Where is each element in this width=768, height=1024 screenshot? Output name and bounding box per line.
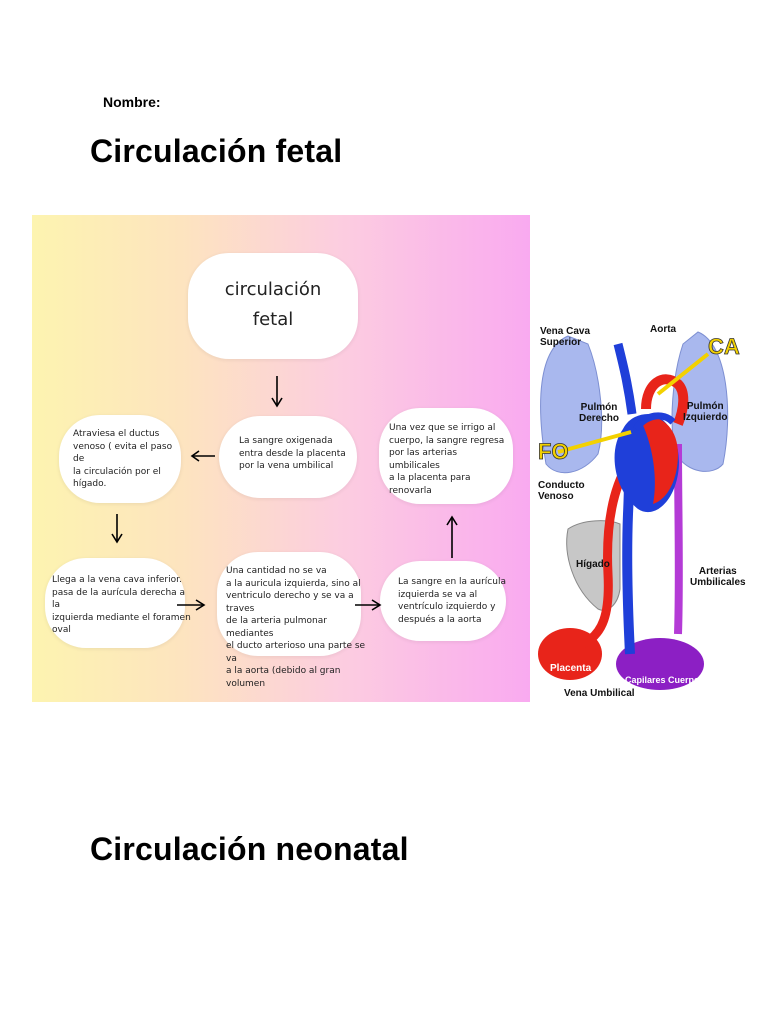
label-pulmon-derecho: Pulmón Derecho xyxy=(579,402,620,424)
arrow-right-icon xyxy=(354,598,382,612)
label-placenta: Placenta xyxy=(550,663,592,674)
title-fetal: Circulación fetal xyxy=(90,133,343,169)
label-arterias-umbilicales: Arterias Umbilicales xyxy=(690,566,746,588)
node-retorno: Una vez que se irrigo al cuerpo, la sang… xyxy=(389,423,505,496)
label-pulmon-izquierdo: Pulmón Izquierdo xyxy=(683,401,728,423)
label-conducto-venoso: Conducto Venoso xyxy=(538,480,585,502)
label-aorta: Aorta xyxy=(650,324,677,335)
arrow-up-icon xyxy=(445,515,459,559)
concept-map-title: circulación fetal xyxy=(224,279,322,330)
label-vena-umbilical: Vena Umbilical xyxy=(564,688,635,699)
node-ductus: Atraviesa el ductus venoso ( evita el pa… xyxy=(73,429,173,489)
node-retorno-cloud xyxy=(386,415,506,497)
title-neonatal: Circulación neonatal xyxy=(90,831,409,867)
label-capilares-cuerpo: Capilares Cuerpo xyxy=(625,675,700,685)
arrow-down-icon xyxy=(110,513,124,545)
concept-map-panel: circulación fetal La sangre oxigenada en… xyxy=(32,215,530,702)
right-lung xyxy=(540,335,603,474)
node-oxygenated: La sangre oxigenada entra desde la place… xyxy=(239,436,346,471)
node-vena-cava-cloud xyxy=(52,565,178,641)
name-label: Nombre: xyxy=(103,94,161,110)
node-auricula: La sangre en la aurícula izquierda se va… xyxy=(398,577,506,625)
body-capillaries xyxy=(616,638,704,690)
label-vena-cava-superior: Vena Cava Superior xyxy=(540,326,591,348)
node-cantidad: Una cantidad no se va a la auricula izqu… xyxy=(226,566,366,689)
node-ductus-cloud xyxy=(66,422,174,496)
label-higado: Hígado xyxy=(576,559,610,570)
fetal-circulation-diagram: Vena Cava Superior Aorta CA Pulmón Derec… xyxy=(528,314,746,704)
node-vena-cava: Llega a la vena cava inferior. pasa de l… xyxy=(52,575,191,635)
arrow-right-icon xyxy=(176,598,206,612)
label-fo: FO xyxy=(538,439,569,464)
left-lung xyxy=(671,331,729,472)
label-ca: CA xyxy=(708,334,741,359)
arrow-down-icon xyxy=(270,375,284,409)
title-cloud xyxy=(195,260,351,352)
node-cantidad-cloud xyxy=(224,559,354,649)
diagram-illustration xyxy=(538,331,729,690)
arrow-left-icon xyxy=(190,449,216,463)
node-auricula-cloud xyxy=(387,568,499,634)
node-oxygenated-cloud xyxy=(226,423,350,491)
